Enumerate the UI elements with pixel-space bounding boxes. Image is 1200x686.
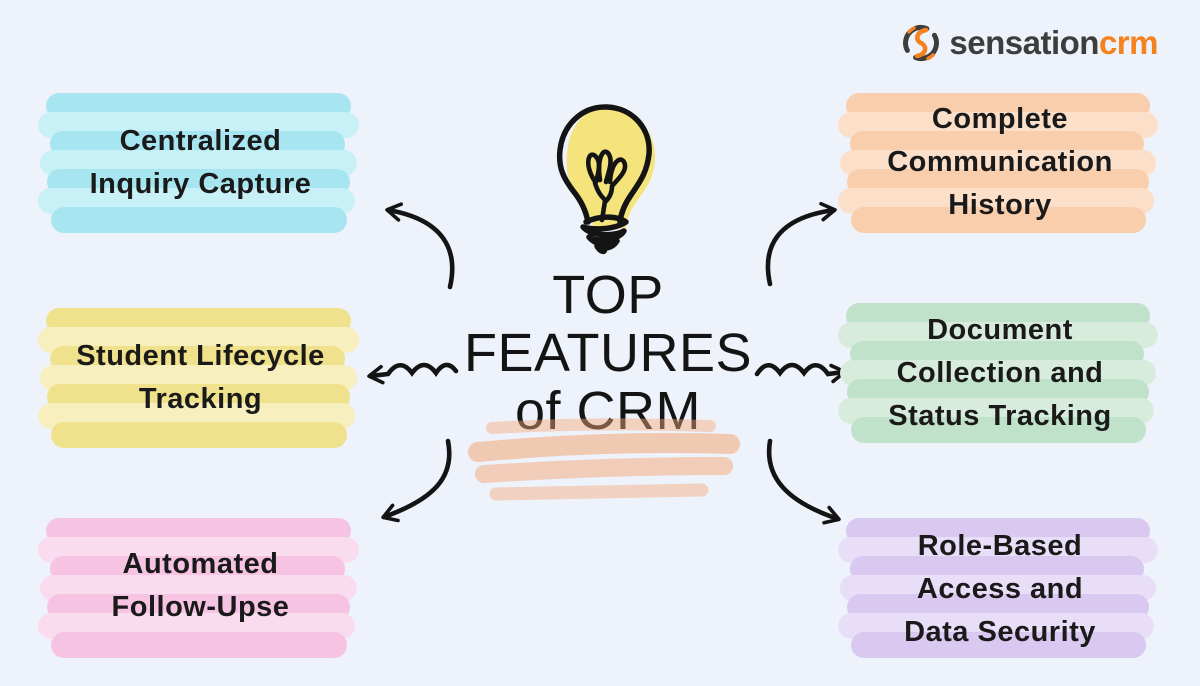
highlighter-stroke (51, 207, 347, 233)
scribble-underline (468, 418, 740, 501)
feature-label-line: Automated (122, 548, 279, 580)
feature-label-line: Student Lifecycle (76, 339, 325, 372)
title-line-1: TOP (552, 265, 664, 325)
feature-label-line: Centralized (119, 124, 282, 157)
feature-label-line: Data Security (904, 616, 1096, 648)
sensation-crm-swirl-icon (903, 25, 940, 61)
title-line-2: FEATURES (463, 323, 753, 383)
feature-label-line: Complete (931, 103, 1069, 135)
feature-label-line: Communication (887, 146, 1113, 178)
highlighter-stroke (851, 207, 1146, 233)
highlighter-strokes (38, 518, 363, 658)
highlighter-stroke (851, 417, 1146, 443)
brand-logo: sensationcrm (899, 20, 1159, 64)
highlighter-strokes (838, 518, 1162, 661)
feature-label-line: Collection and (896, 356, 1104, 389)
main-title: TOP FEATURES of CRM (408, 266, 808, 440)
lightbulb-doodle-icon (556, 104, 656, 255)
title-line-3: of CRM (514, 381, 701, 441)
feature-label-line: Tracking (138, 382, 263, 415)
highlighter-stroke (51, 422, 347, 448)
brand-name-accent: crm (1098, 23, 1159, 61)
feature-label-line: History (948, 189, 1052, 221)
feature-label-line: Follow-Upse (111, 591, 290, 623)
highlighter-stroke (51, 632, 347, 658)
highlighter-strokes (38, 93, 363, 233)
feature-label-line: Inquiry Capture (89, 167, 312, 200)
highlighter-strokes (38, 308, 363, 448)
feature-label-line: Document (927, 313, 1073, 346)
arrow-to-automated-follow-ups (381, 438, 452, 523)
feature-label-line: Status Tracking (888, 399, 1112, 432)
arrow-to-role-based-access (766, 438, 841, 525)
highlighter-strokes (838, 93, 1162, 233)
highlighter-strokes (838, 303, 1162, 443)
feature-label-line: Access and (916, 573, 1084, 605)
feature-label-line: Role-Based (917, 530, 1083, 562)
brand-name-dark: sensation (949, 23, 1099, 61)
brand-name: sensationcrm (949, 26, 1158, 59)
highlighter-stroke (851, 632, 1146, 658)
